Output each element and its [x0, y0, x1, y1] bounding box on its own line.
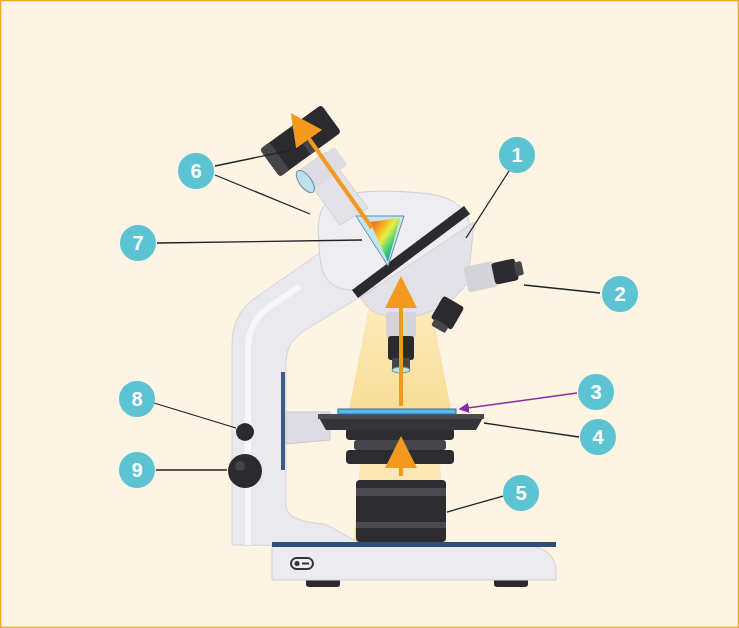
callout-number: 4 [592, 427, 603, 447]
leader-line-part [156, 469, 227, 470]
light-source-part [356, 480, 446, 542]
leader-line-part [215, 150, 292, 166]
prism-part [356, 216, 404, 266]
callout-circle: 8 [119, 381, 155, 417]
prism-part [370, 218, 400, 262]
microscope-base-part [272, 545, 556, 580]
light-source [356, 480, 446, 542]
microscope-head-part [428, 296, 465, 336]
leader-line-part [157, 240, 362, 243]
callout-number: 6 [190, 161, 201, 181]
microscope-arm-part [281, 372, 285, 470]
focus-knobs [228, 423, 262, 488]
leader-line-part [447, 496, 503, 512]
microscope-head-part-part [491, 258, 519, 285]
callout-number: 8 [131, 389, 142, 409]
microscope-head [260, 105, 525, 373]
focus-knobs-part [228, 454, 262, 488]
callout-number: 2 [614, 284, 625, 304]
light-path-arrow-part [399, 292, 403, 406]
microscope-base-part [291, 558, 313, 569]
callout-circle: 3 [578, 374, 614, 410]
slide-pointer [460, 393, 577, 409]
leader-line-part [484, 423, 579, 437]
callout-circle: 9 [119, 452, 155, 488]
microscope-base-part [295, 561, 300, 566]
microscope-base-part [272, 542, 556, 547]
light-path-arrow-part [399, 452, 403, 476]
microscope-head-part [463, 255, 525, 292]
callout-number: 7 [132, 233, 143, 253]
leader-line-part [466, 171, 509, 238]
prism [356, 216, 404, 266]
callout-circle: 2 [602, 276, 638, 312]
microscope-head-part-part [293, 168, 318, 196]
stage-part [338, 409, 456, 414]
callout-circle: 5 [503, 475, 539, 511]
light-path-arrow-part [300, 126, 372, 228]
condenser-part [354, 440, 446, 450]
leader-line-part [215, 175, 310, 214]
light-source-part [356, 522, 446, 528]
callout-number: 9 [131, 460, 142, 480]
callout-number: 3 [590, 382, 601, 402]
callout-circle: 6 [178, 153, 214, 189]
focus-knobs-part [236, 423, 254, 441]
callout-circle: 7 [120, 225, 156, 261]
leader-line [154, 150, 600, 512]
stage-part [318, 414, 484, 419]
microscope-head-part-part [260, 142, 290, 177]
stage [318, 409, 484, 430]
microscope-base [272, 542, 556, 587]
microscope-base-part [302, 563, 309, 565]
leader-line-part [154, 403, 236, 428]
leader-line-part [524, 285, 600, 293]
callout-circle: 4 [580, 419, 616, 455]
callout-number: 5 [515, 483, 526, 503]
light-source-part [356, 488, 446, 496]
microscope-head-part-part [431, 318, 449, 333]
focus-knobs-part [235, 461, 245, 471]
microscope-head-part-part [513, 261, 524, 276]
callout-circle: 1 [499, 137, 535, 173]
light-path-arrow [300, 126, 401, 476]
callout-number: 1 [511, 145, 522, 165]
